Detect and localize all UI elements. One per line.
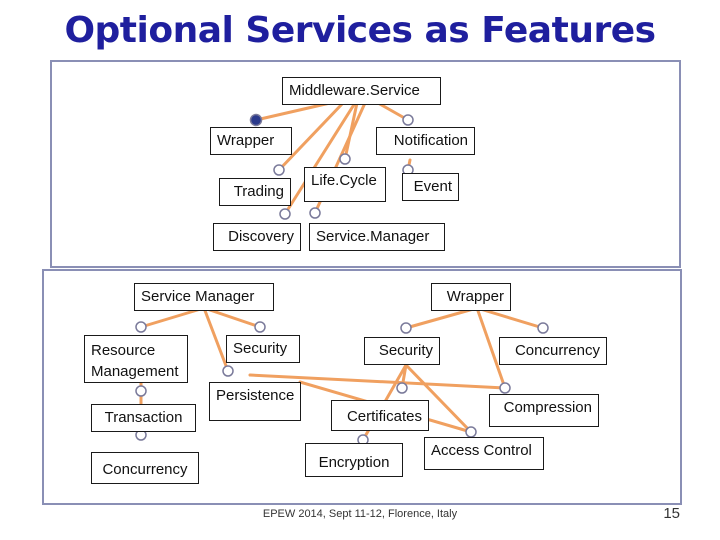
edge-wrapper-concurrency bbox=[475, 306, 545, 330]
edge-sm-resource bbox=[139, 306, 206, 329]
optional-circle-security-right bbox=[400, 322, 412, 334]
optional-circle-compression bbox=[499, 382, 511, 394]
feature-encryption: Encryption bbox=[305, 443, 403, 477]
edge-middleware-discovery bbox=[283, 101, 357, 216]
edge-security-accesscontrol bbox=[404, 363, 473, 434]
mandatory-dot-wrapper bbox=[249, 113, 263, 127]
feature-access-control: Access Control bbox=[424, 437, 544, 470]
feature-persistence: Persistence bbox=[209, 382, 301, 421]
page-number: 15 bbox=[663, 505, 680, 522]
optional-circle-certificates bbox=[396, 382, 408, 394]
edge-middleware-wrapper bbox=[254, 101, 332, 122]
feature-wrapper-bottom: Wrapper bbox=[431, 283, 511, 311]
optional-circle-security-left bbox=[254, 321, 266, 333]
edge-wrapper-compression bbox=[475, 306, 507, 390]
feature-concurrency-left: Concurrency bbox=[91, 452, 199, 484]
optional-circle-transaction bbox=[135, 385, 147, 397]
edge-wrapper-security bbox=[404, 306, 479, 330]
optional-circle-trading bbox=[273, 164, 285, 176]
feature-trading: Trading bbox=[219, 178, 291, 206]
feature-certificates: Certificates bbox=[331, 400, 429, 431]
optional-circle-discovery bbox=[279, 208, 291, 220]
feature-service-manager: Service Manager bbox=[134, 283, 274, 311]
edge-cross-security-compression bbox=[248, 373, 507, 390]
feature-life-cycle: Life.Cycle bbox=[304, 167, 386, 202]
feature-concurrency-right: Concurrency bbox=[499, 337, 607, 365]
optional-circle-lifecycle bbox=[339, 153, 351, 165]
feature-event: Event bbox=[402, 173, 459, 201]
feature-service-manager-top: Service.Manager bbox=[309, 223, 445, 251]
feature-wrapper: Wrapper bbox=[210, 127, 292, 155]
feature-discovery: Discovery bbox=[213, 223, 301, 251]
slide-footer: EPEW 2014, Sept 11-12, Florence, Italy bbox=[262, 508, 458, 520]
optional-circle-resource bbox=[135, 321, 147, 333]
optional-circle-accesscontrol bbox=[465, 426, 477, 438]
feature-resource-management: Resource Management bbox=[84, 335, 188, 383]
optional-circle-persistence bbox=[222, 365, 234, 377]
feature-notification: Notification bbox=[376, 127, 475, 155]
edge-middleware-trading bbox=[277, 101, 345, 172]
optional-circle-concurrency-right bbox=[537, 322, 549, 334]
slide-title: Optional Services as Features bbox=[64, 10, 656, 51]
feature-transaction: Transaction bbox=[91, 404, 196, 432]
edge-sm-security bbox=[202, 306, 262, 329]
feature-middleware-service: Middleware.Service bbox=[282, 77, 441, 105]
edge-sm-persistence bbox=[202, 306, 230, 373]
feature-security-left: Security bbox=[226, 335, 300, 363]
feature-compression: Compression bbox=[489, 394, 599, 427]
optional-circle-servicemanager bbox=[309, 207, 321, 219]
optional-circle-notification bbox=[402, 114, 414, 126]
feature-security-right: Security bbox=[364, 337, 440, 365]
